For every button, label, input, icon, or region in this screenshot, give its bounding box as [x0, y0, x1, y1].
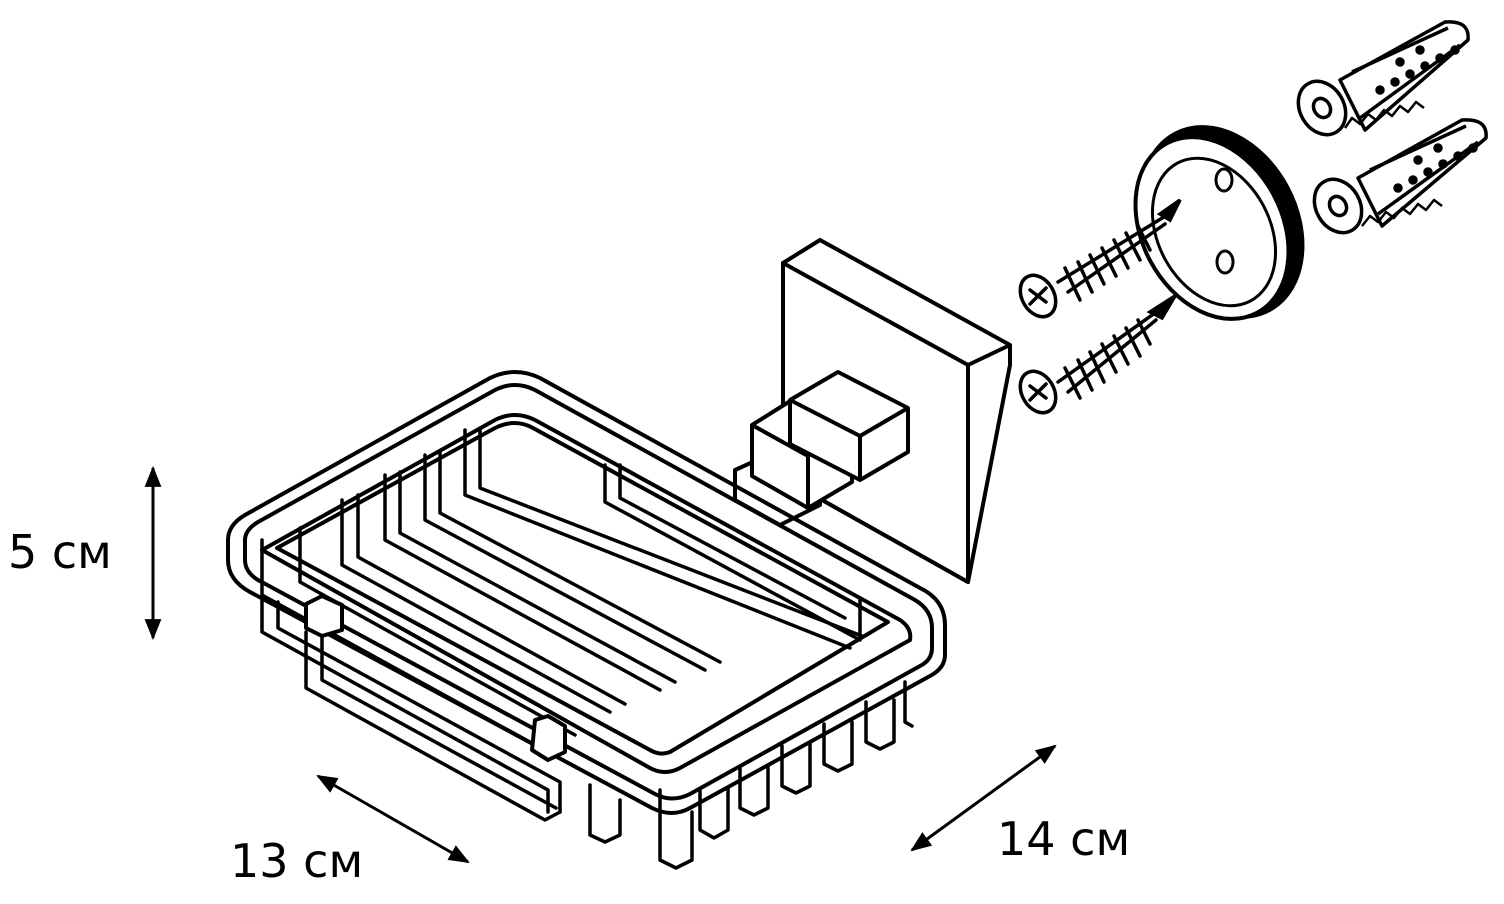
- wall-anchor-lower: [1312, 118, 1488, 235]
- height-dimension-label: 5 см: [8, 525, 112, 579]
- wall-flange: [1133, 125, 1305, 321]
- width-dimension-label: 14 см: [997, 812, 1131, 866]
- basket-frame: [226, 370, 947, 815]
- dimension-arrows: [144, 465, 1057, 864]
- basket-wires: [260, 426, 914, 870]
- depth-arrow: [316, 774, 470, 864]
- mounting-block: [733, 370, 910, 527]
- wall-anchor-upper: [1296, 20, 1470, 137]
- screw-lower: [1018, 294, 1177, 415]
- screw-upper: [1018, 198, 1182, 319]
- depth-dimension-label: 13 см: [230, 834, 364, 888]
- width-arrow: [910, 744, 1057, 852]
